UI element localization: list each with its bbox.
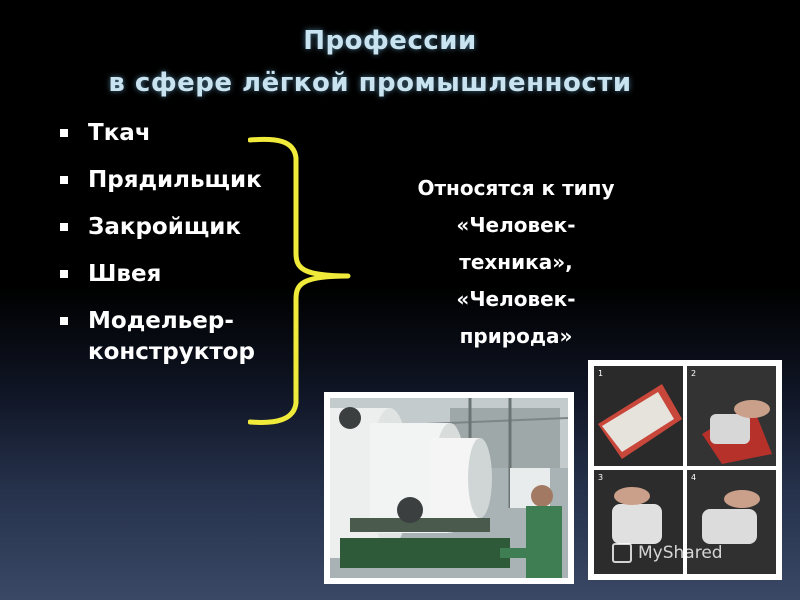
bullet-icon (60, 317, 68, 325)
spinning-factory-image (330, 398, 568, 578)
note-line: природа» (459, 324, 573, 348)
bullet-icon (60, 223, 68, 231)
slide-title-line1: Профессии (303, 26, 477, 56)
note-line: техника», (459, 250, 573, 274)
bullet-icon (60, 176, 68, 184)
profession-label: Ткач (88, 120, 151, 146)
step-number: 2 (691, 369, 696, 378)
watermark-text: MyShared (638, 543, 723, 563)
profession-list: Ткач Прядильщик Закройщик Швея Модельер-… (58, 118, 262, 384)
profession-label: Закройщик (88, 214, 242, 240)
profession-label: Модельер- конструктор (88, 308, 255, 365)
list-item: Прядильщик (58, 165, 262, 196)
step-number: 1 (598, 369, 603, 378)
bullet-icon (60, 129, 68, 137)
note-line: «Человек- (456, 213, 576, 237)
list-item: Модельер- конструктор (58, 306, 262, 368)
list-item: Ткач (58, 118, 262, 149)
watermark-logo-icon (612, 543, 632, 563)
ironing-steps-photo: 1 2 3 4 (588, 360, 782, 580)
note-line: Относятся к типу (417, 176, 615, 200)
ironing-steps-image: 1 2 3 4 (592, 364, 778, 576)
slide-title-line2: в сфере лёгкой промышленности (108, 68, 632, 98)
note-line: «Человек- (456, 287, 576, 311)
list-item: Закройщик (58, 212, 262, 243)
curly-brace-icon (248, 136, 351, 425)
type-note: Относятся к типу «Человек- техника», «Че… (378, 170, 654, 355)
list-item: Швея (58, 259, 262, 290)
step-number: 3 (598, 473, 603, 482)
profession-label: Прядильщик (88, 167, 262, 193)
step-number: 4 (691, 473, 696, 482)
factory-photo (324, 392, 574, 584)
bullet-icon (60, 270, 68, 278)
profession-label: Швея (88, 261, 162, 287)
watermark: MyShared (612, 540, 772, 566)
